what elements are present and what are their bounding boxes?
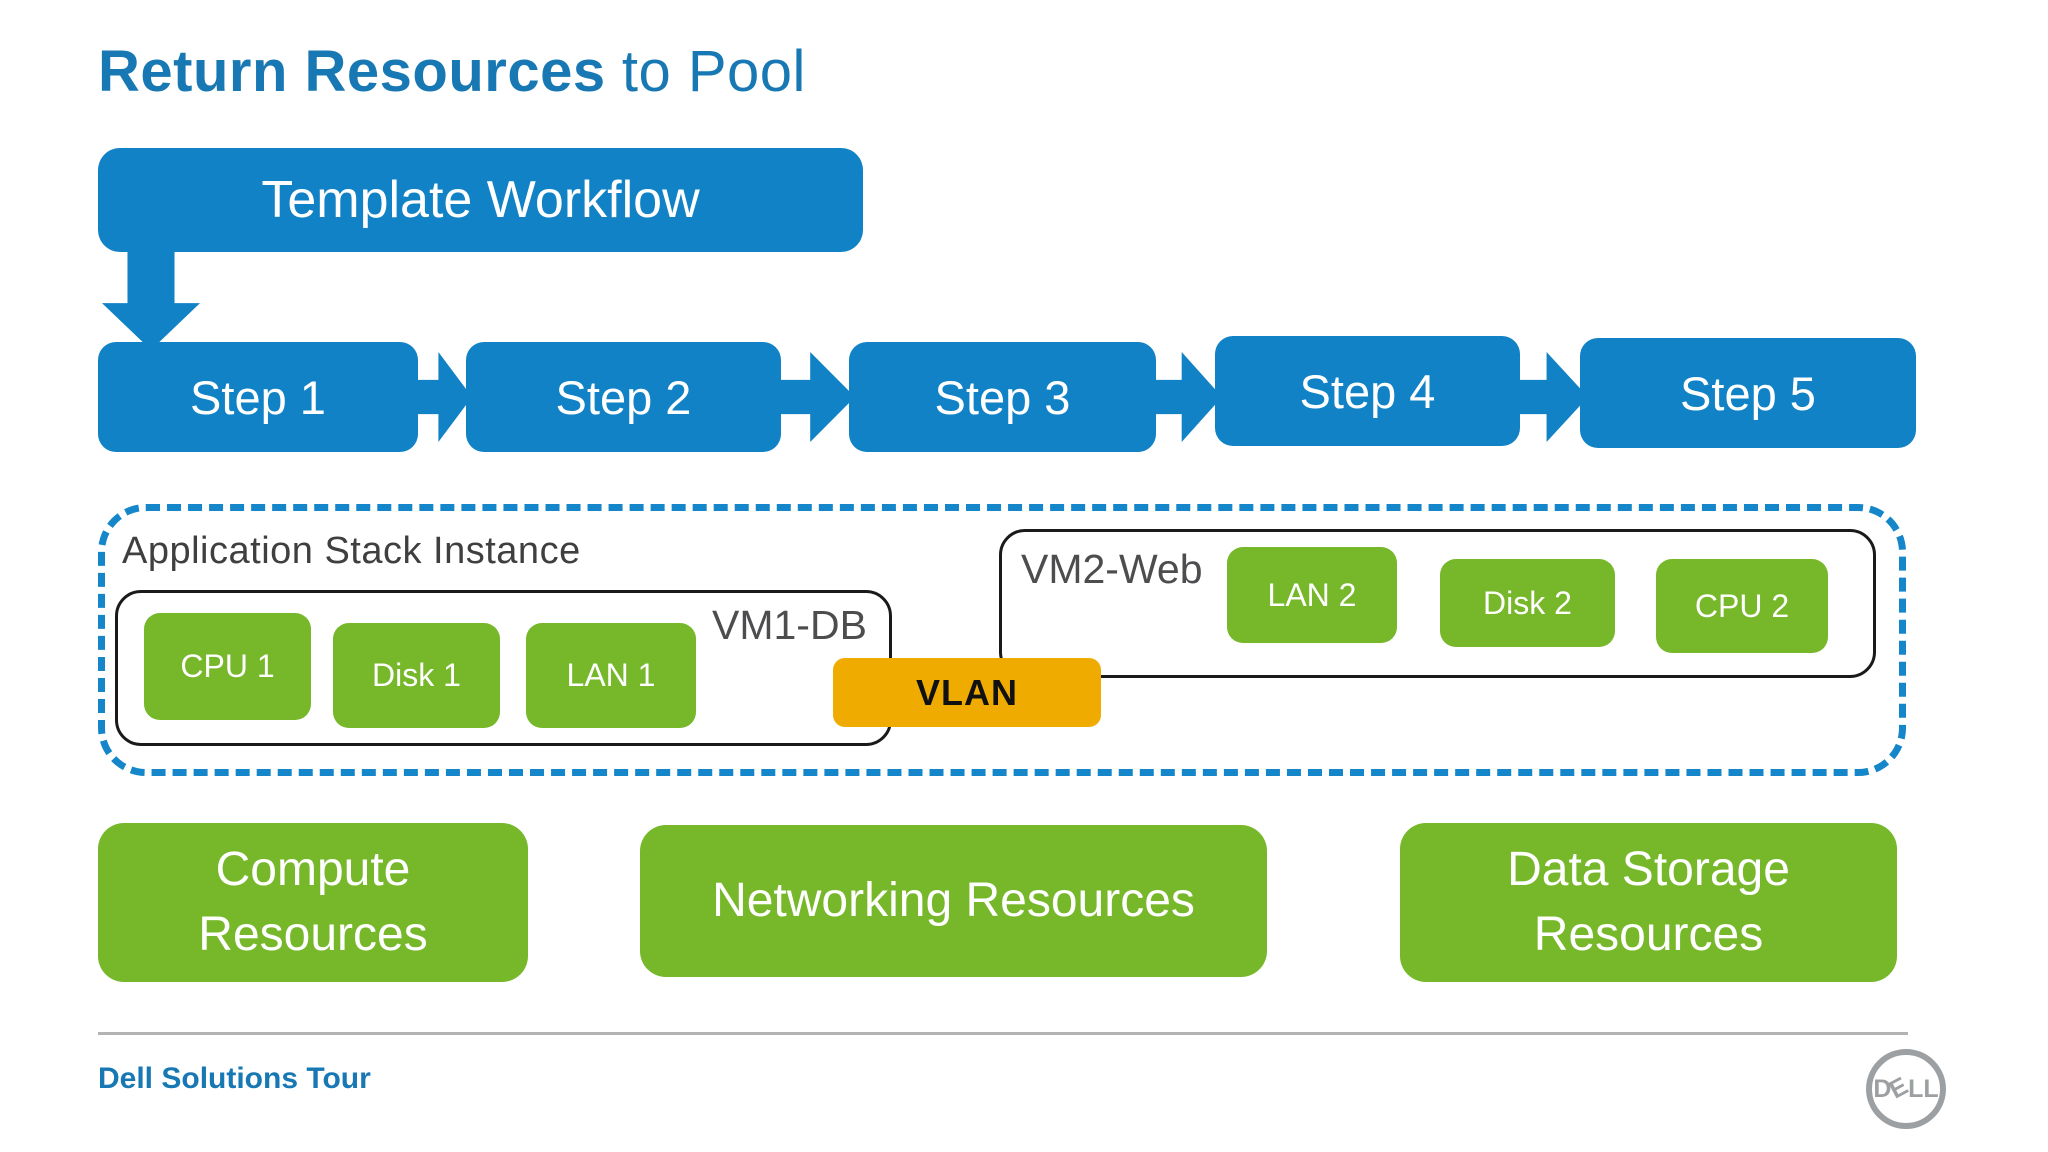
vm2-web-label: VM2-Web (1021, 546, 1203, 592)
component-box-cpu1: CPU 1 (144, 613, 311, 720)
component-box-lan2: LAN 2 (1227, 547, 1397, 643)
component-box-disk1: Disk 1 (333, 623, 500, 728)
data-storage-resources-label: Data Storage Resources (1507, 842, 1790, 961)
application-stack-container (98, 504, 1906, 776)
dell-logo-letter: L (1923, 1074, 1939, 1103)
cpu2-label: CPU 2 (1694, 587, 1790, 624)
vm1-db-label: VM1-DB (712, 602, 867, 648)
vlan-box: VLAN (833, 658, 1101, 727)
networking-resources-box: Networking Resources (640, 825, 1267, 977)
step-5-label: Step 5 (1680, 366, 1816, 420)
dell-logo-letter: L (1908, 1074, 1924, 1103)
application-stack-label: Application Stack Instance (122, 530, 581, 572)
footer-title: Dell Solutions Tour (98, 1062, 371, 1095)
component-box-cpu2: CPU 2 (1656, 559, 1828, 653)
step-2-label: Step 2 (555, 370, 692, 424)
lan1-label: LAN 1 (566, 657, 656, 693)
compute-resources-box: Compute Resources (98, 823, 528, 982)
step-box-4: Step 4 (1215, 336, 1520, 446)
arrow-right-icon (412, 352, 472, 442)
step-1-label: Step 1 (190, 370, 326, 424)
step-box-3: Step 3 (849, 342, 1156, 452)
lan2-label: LAN 2 (1267, 576, 1357, 613)
step-4-label: Step 4 (1299, 364, 1436, 418)
arrow-down-icon (102, 248, 200, 350)
step-box-1: Step 1 (98, 342, 418, 452)
component-box-lan1: LAN 1 (526, 623, 696, 728)
compute-resources-label: Compute Resources (198, 842, 428, 961)
step-3-label: Step 3 (934, 370, 1071, 424)
disk1-label: Disk 1 (372, 657, 461, 693)
networking-resources-label: Networking Resources (712, 873, 1195, 927)
step-box-5: Step 5 (1580, 338, 1916, 448)
arrow-right-icon (1150, 352, 1222, 442)
arrow-right-icon (775, 352, 855, 442)
cpu1-label: CPU 1 (180, 648, 275, 684)
vlan-label: VLAN (916, 671, 1018, 713)
template-workflow-label: Template Workflow (261, 171, 700, 229)
arrow-right-icon (1514, 352, 1588, 442)
disk2-label: Disk 2 (1483, 584, 1572, 621)
page-title-bold: Return Resources (98, 39, 606, 104)
data-storage-resources-box: Data Storage Resources (1400, 823, 1897, 982)
dell-logo-letter: D (1873, 1074, 1892, 1103)
footer-divider (98, 1032, 1908, 1035)
template-workflow-box: Template Workflow (98, 148, 863, 252)
component-box-disk2: Disk 2 (1440, 559, 1615, 647)
page-title-rest: to Pool (621, 39, 806, 104)
step-box-2: Step 2 (466, 342, 781, 452)
